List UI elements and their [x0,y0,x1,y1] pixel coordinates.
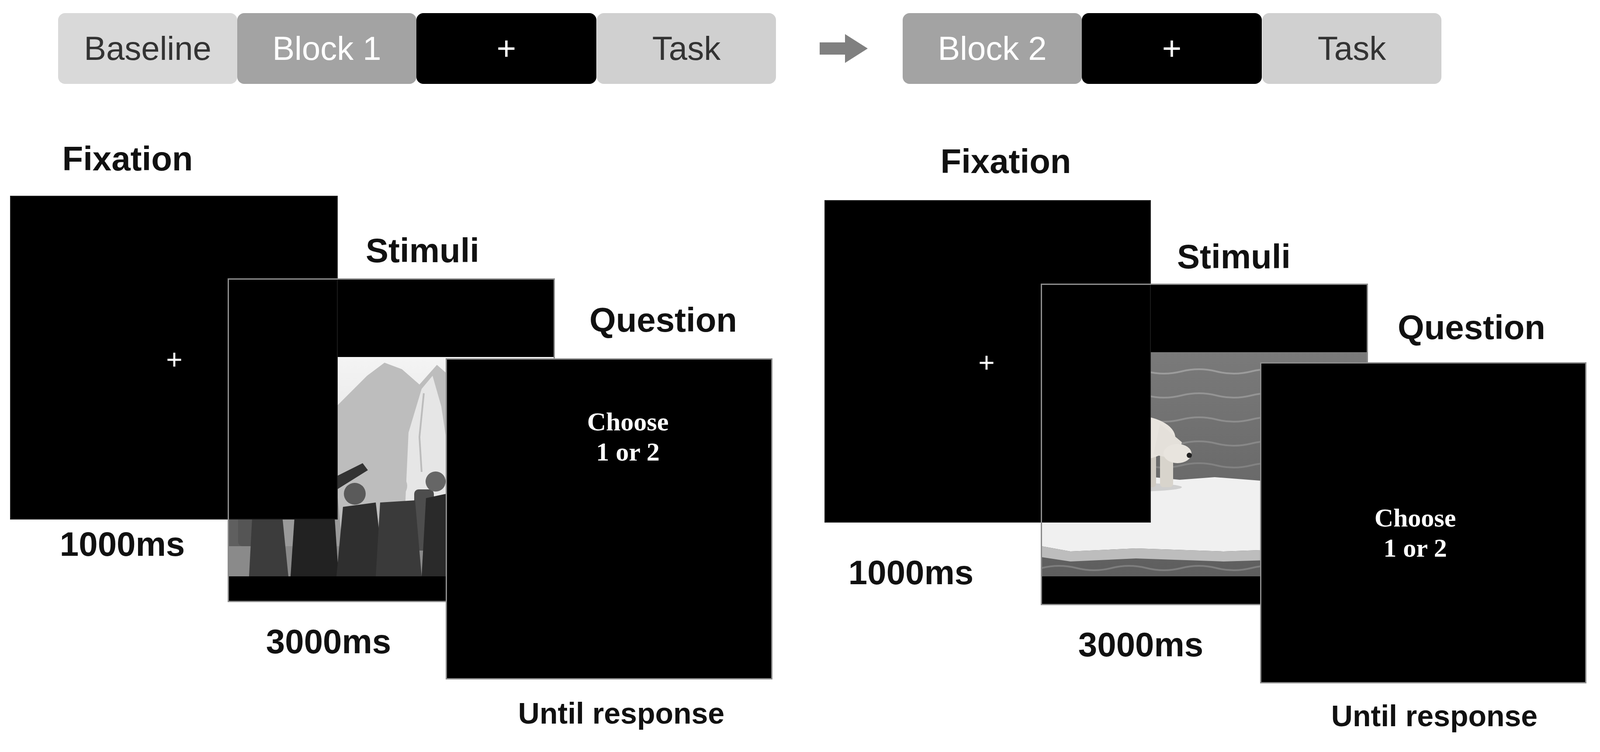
timing-label: Until response [1331,700,1538,731]
photo-hiker-head [343,482,366,505]
timing-label: 3000ms [1078,627,1204,662]
phase-box: Block 1 [237,13,417,84]
panel-heading: Stimuli [1177,239,1291,274]
photo-hiker-head [425,471,446,492]
panel-heading: Stimuli [365,233,480,268]
phase-label: + [1162,31,1182,66]
fixation-screen: Fixation+ [824,200,1151,523]
timing-label: 1000ms [848,555,974,590]
phase-label: Task [652,31,721,66]
panel-heading: Question [1397,310,1546,345]
phase-label: Baseline [83,31,212,66]
fixation-phase-box: + [416,13,597,84]
screen-text: + [166,343,183,377]
photo-hiker [421,493,447,577]
phase-box: Task [1262,13,1442,84]
panel-heading: Question [589,302,738,337]
phase-box: Baseline [58,13,238,84]
photo-hiker-head [383,474,408,498]
phase-label: + [496,31,517,66]
timing-label: 1000ms [59,526,185,562]
fixation-phase-box: + [1081,13,1262,84]
phase-box: Block 2 [902,13,1082,84]
block-arrow [819,34,868,63]
panel-heading: Fixation [62,141,193,176]
phase-box: Task [596,13,776,84]
timing-label: Until response [518,698,725,728]
screen-text: + [978,346,995,380]
timing-label: 3000ms [266,624,392,659]
photo-bear-nose [1186,452,1192,458]
phase-label: Task [1317,31,1386,66]
question-screen: QuestionChoose 1 or 2 [445,358,773,680]
phase-label: Block 2 [937,31,1047,66]
phase-label: Block 1 [272,31,381,66]
fixation-screen: Fixation+ [10,195,338,520]
photo-bear-head [1163,443,1192,464]
screen-text: Choose 1 or 2 [1368,502,1463,564]
screen-text: Choose 1 or 2 [581,406,676,468]
photo-hiker [375,500,422,577]
panel-heading: Fixation [940,144,1071,179]
photo-rock-shade [419,393,424,472]
question-screen: QuestionChoose 1 or 2 [1260,362,1587,684]
